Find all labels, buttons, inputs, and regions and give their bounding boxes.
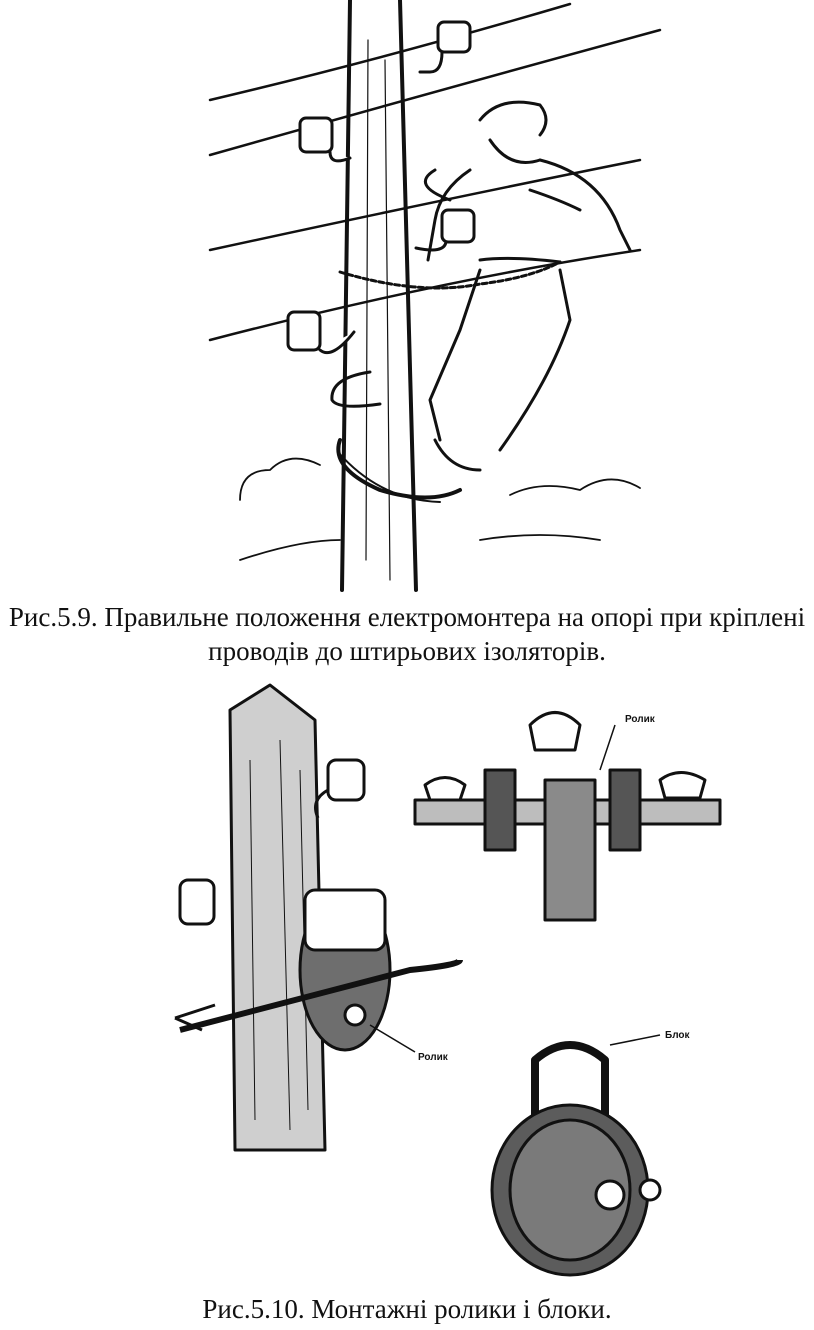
figure-5-9-illustration <box>180 0 700 600</box>
figure-5-10-caption-text: Рис.5.10. Монтажні ролики і блоки. <box>202 1294 612 1324</box>
rollers-and-blocks-drawing: Ролик Ролик Блок <box>174 683 722 1277</box>
figure-5-10-caption: Рис.5.10. Монтажні ролики і блоки. <box>0 1292 814 1326</box>
label-block: Блок <box>665 1030 691 1041</box>
figure-5-9-caption-line-2: проводів до штирьових ізоляторів. <box>208 636 606 666</box>
label-roller-left: Ролик <box>418 1052 449 1063</box>
figure-5-9-caption-line-1: Рис.5.9. Правильне положення електромонт… <box>8 602 806 632</box>
figure-5-10-illustration: Ролик Ролик Блок <box>160 680 740 1290</box>
figure-5-9-caption: Рис.5.9. Правильне положення електромонт… <box>0 600 814 668</box>
lineman-on-pole-drawing <box>208 0 662 592</box>
label-roller-top: Ролик <box>625 714 656 725</box>
